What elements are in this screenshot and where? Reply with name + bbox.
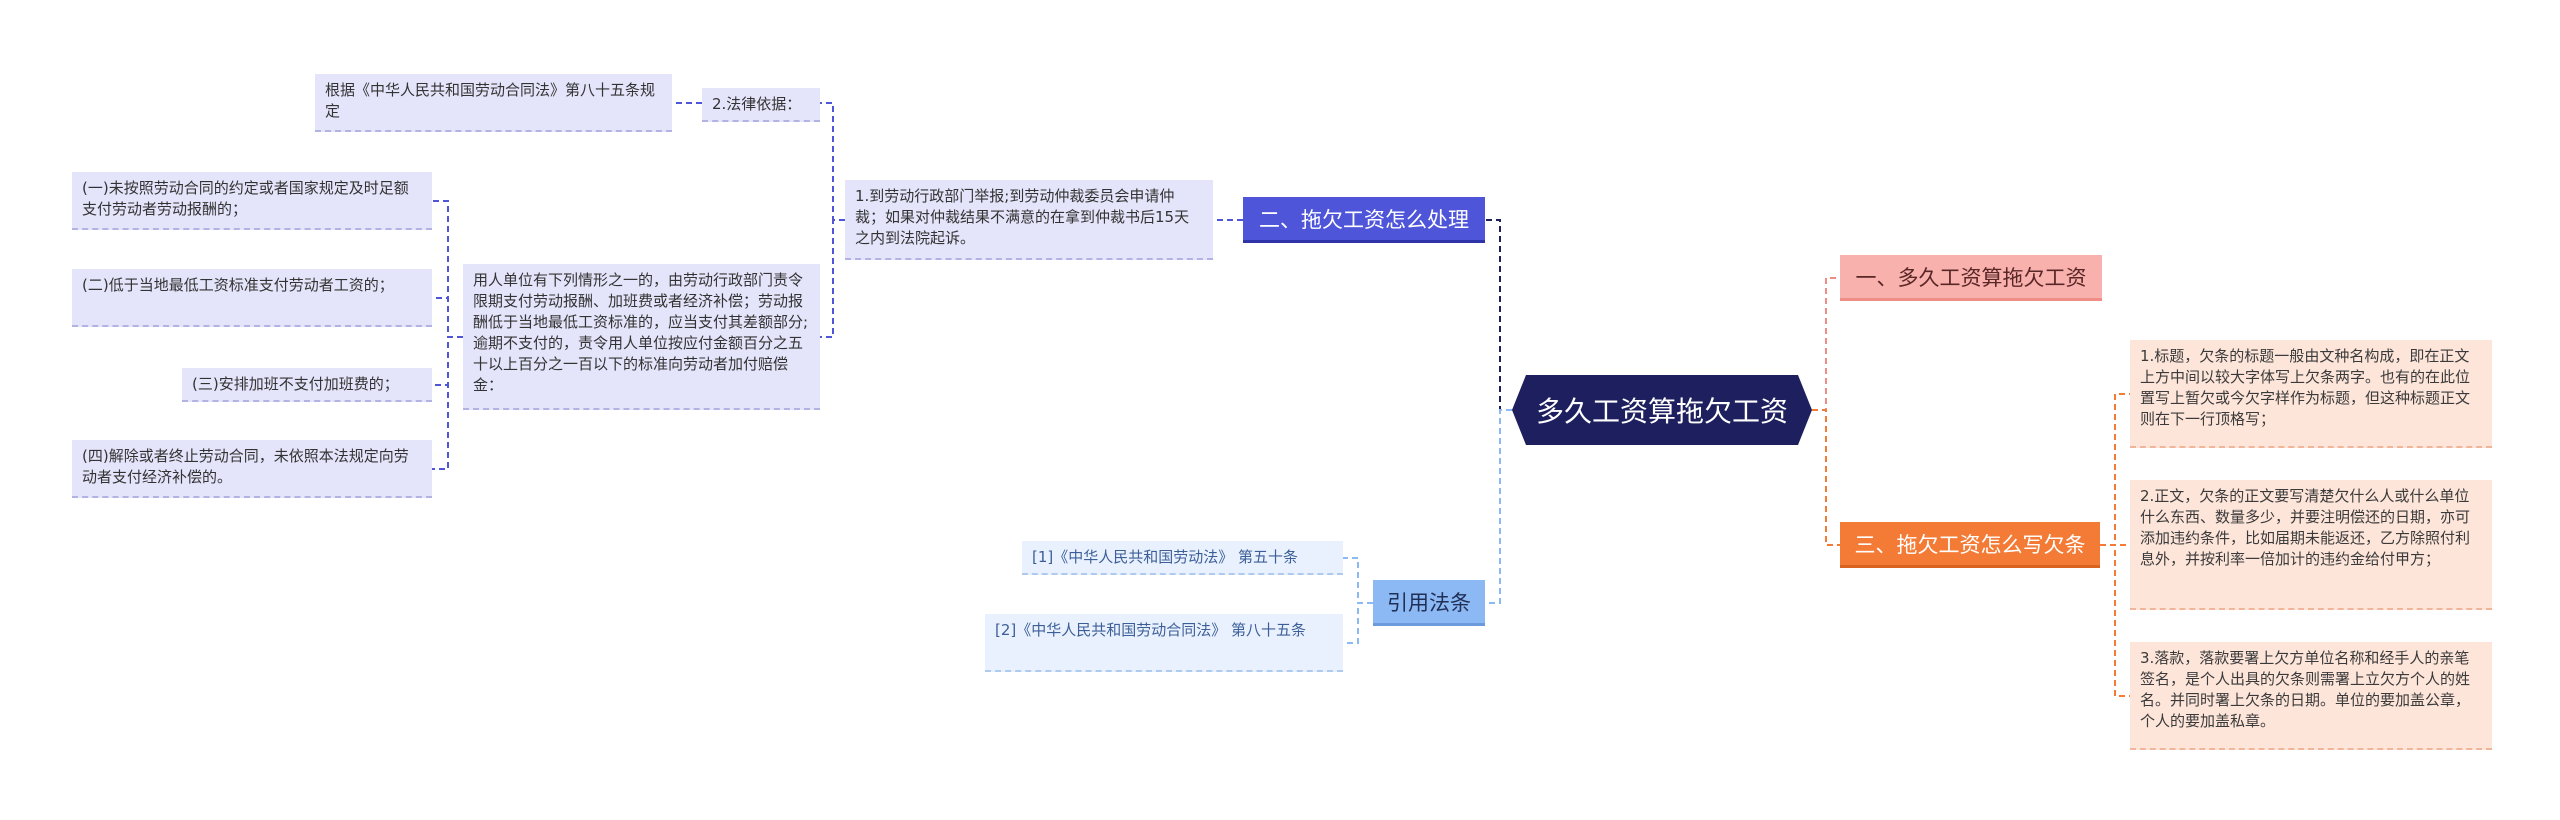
iou-item[interactable]: 1.标题，欠条的标题一般由文种名构成，即在正文上方中间以较大字体写上欠条两字。也… [2130,340,2492,448]
link-employer-case3 [432,336,463,386]
iou-item[interactable]: 2.正文，欠条的正文要写清楚欠什么人或什么单位什么东西、数量多少，并要注明偿还的… [2130,480,2492,610]
reference-item[interactable]: [1]《中华人民共和国劳动法》 第五十条 [1022,541,1343,575]
link-employer-case1 [432,200,463,338]
case-item[interactable]: (一)未按照劳动合同的约定或者国家规定及时足额支付劳动者劳动报酬的； [72,172,432,230]
link-refs-ref1 [1343,557,1373,604]
case-item[interactable]: (四)解除或者终止劳动合同，未依照本法规定向劳动者支付经济补偿的。 [72,440,432,498]
link-root-branch3 [1812,409,1840,546]
legal-basis-node[interactable]: 根据《中华人民共和国劳动合同法》第八十五条规定 [315,74,672,132]
link-root-branch1 [1812,277,1840,411]
branch-write-iou[interactable]: 三、拖欠工资怎么写欠条 [1840,522,2100,568]
link-branch3-item1 [2100,393,2130,546]
branch-references[interactable]: 引用法条 [1373,580,1485,626]
link-employer-case2 [432,297,463,338]
link-root-branch2 [1485,219,1512,411]
link-employer-case4 [432,336,463,470]
link-refs-ref2 [1343,602,1373,644]
case-item[interactable]: (二)低于当地最低工资标准支付劳动者工资的； [72,269,432,327]
reference-item[interactable]: [2]《中华人民共和国劳动合同法》 第八十五条 [985,614,1343,672]
employer-clause-node[interactable]: 用人单位有下列情形之一的，由劳动行政部门责令限期支付劳动报酬、加班费或者经济补偿… [463,264,820,410]
step2-node[interactable]: 2.法律依据： [702,88,820,122]
step1-node[interactable]: 1.到劳动行政部门举报;到劳动仲裁委员会申请仲裁；如果对仲裁结果不满意的在拿到仲… [845,180,1213,260]
case-item[interactable]: (三)安排加班不支付加班费的； [182,368,432,402]
iou-item[interactable]: 3.落款，落款要署上欠方单位名称和经手人的亲笔签名，是个人出具的欠条则需署上立欠… [2130,642,2492,750]
link-branch3-item3 [2100,544,2130,697]
link-root-refs [1485,409,1512,604]
root-topic[interactable]: 多久工资算拖欠工资 [1512,375,1812,445]
link-step1-employer [820,219,845,338]
branch-handle-arrears[interactable]: 二、拖欠工资怎么处理 [1243,197,1485,243]
branch-when-is-arrears[interactable]: 一、多久工资算拖欠工资 [1840,255,2102,301]
link-step1-step2 [820,102,845,221]
